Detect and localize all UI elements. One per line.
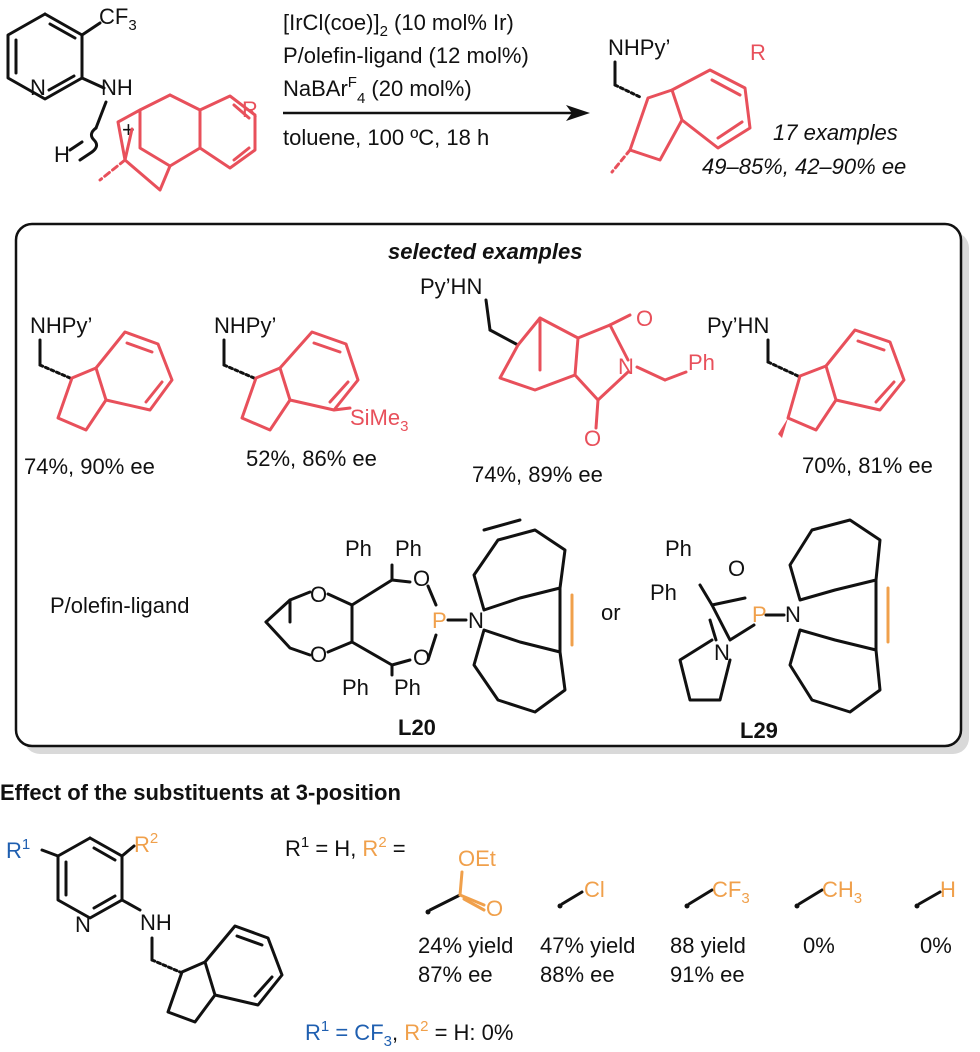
effect-nh-label: NH (140, 910, 172, 935)
effect-n-label: N (75, 912, 91, 937)
reactant-indene: R (98, 93, 258, 192)
example-4-amine: Py’HN (707, 313, 769, 338)
cl-label: Cl (584, 877, 605, 902)
or-label: or (601, 600, 621, 625)
product: NHPy’ R 17 examples 49–85%, 42–90% ee (608, 35, 906, 179)
result-cl-ee: 88% ee (540, 962, 615, 987)
l20-ph-1: Ph (345, 536, 372, 561)
effect-header: R1 = H, R2 = (285, 834, 406, 861)
example-4-structure: Py’HN 70%, 81% ee (707, 313, 933, 478)
l20-n: N (468, 608, 484, 633)
reaction-conditions: [IrCl(coe)]2 (10 mol% Ir) P/olefin-ligan… (283, 10, 590, 150)
catalyst-text: [IrCl(coe)]2 (10 mol% Ir) (283, 10, 514, 40)
product-nhpy-label: NHPy’ (608, 35, 670, 60)
yield-ee-range: 49–85%, 42–90% ee (702, 154, 906, 179)
l20-o-2: O (310, 642, 327, 667)
ligand-l29: Ph Ph O P N N L29 (650, 518, 890, 743)
r2-label: R2 (134, 830, 158, 857)
l29-name: L29 (740, 718, 778, 743)
l20-ph-3: Ph (342, 675, 369, 700)
example-3-amine: Py’HN (420, 274, 482, 299)
effect-core-structure: R1 R2 N NH (6, 830, 284, 1024)
ligand-loading-text: P/olefin-ligand (12 mol%) (283, 43, 529, 68)
l29-ph-1: Ph (665, 536, 692, 561)
product-r-label: R (750, 40, 766, 65)
l20-o-3: O (413, 566, 430, 591)
substituent-ester: OEt O (425, 846, 503, 921)
additive-text: NaBArF4 (20 mol%) (283, 74, 472, 107)
ester-o-label: O (486, 896, 503, 921)
l29-ph-2: Ph (650, 580, 677, 605)
example-3-ph: Ph (688, 350, 715, 375)
result-ester-yield: 24% yield (418, 933, 513, 958)
pyridine-n-label: N (30, 75, 46, 100)
substituent-ch3: CH3 (794, 877, 862, 909)
cf3-label: CF3 (99, 4, 137, 34)
result-ester-ee: 87% ee (418, 962, 493, 987)
solvent-temp-text: toluene, 100 ºC, 18 h (283, 125, 489, 150)
example-2-amine: NHPy’ (214, 313, 276, 338)
reactant-aminopyridine: CF3 N NH H + (6, 4, 137, 167)
l20-p: P (432, 608, 447, 633)
reaction-arrow (566, 105, 590, 121)
ligand-label: P/olefin-ligand (50, 593, 189, 618)
example-4-result: 70%, 81% ee (802, 453, 933, 478)
example-1-structure: NHPy’ 74%, 90% ee (24, 313, 174, 479)
effect-footer: R1 = CF3, R2 = H: 0% (305, 1018, 513, 1050)
example-2-result: 52%, 86% ee (246, 446, 377, 471)
examples-count: 17 examples (773, 120, 898, 145)
example-1-amine: NHPy’ (30, 313, 92, 338)
ch3-label: CH3 (822, 877, 862, 907)
result-cf3-yield: 88 yield (670, 933, 746, 958)
oet-label: OEt (458, 846, 496, 871)
l20-o-4: O (413, 645, 430, 670)
l29-p: P (752, 602, 767, 627)
example-3-n: N (618, 354, 634, 379)
nh-label: NH (101, 75, 133, 100)
example-2-substituent: SiMe3 (350, 405, 408, 435)
result-ch3: 0% (803, 933, 835, 958)
l20-o-1: O (310, 582, 327, 607)
r1-label: R1 (6, 836, 30, 863)
substituent-h: H (914, 877, 956, 909)
result-cl-yield: 47% yield (540, 933, 635, 958)
example-3-result: 74%, 89% ee (472, 462, 603, 487)
result-h: 0% (920, 933, 952, 958)
l29-n-dibenzo: N (785, 602, 801, 627)
example-3-o-bottom: O (584, 426, 601, 451)
substituent-cl: Cl (557, 877, 605, 909)
cf3-sub-label: CF3 (712, 877, 750, 907)
l20-ph-4: Ph (394, 675, 421, 700)
example-3-structure: Py’HN O N O Ph 74%, 89% ee (420, 274, 715, 487)
l20-ph-2: Ph (395, 536, 422, 561)
example-3-o-top: O (636, 306, 653, 331)
r-group-label: R (242, 97, 258, 122)
l29-o: O (728, 556, 745, 581)
selected-examples-box: selected examples NHPy’ 74%, 90% ee NHPy… (14, 222, 969, 754)
ligand-l20: Ph Ph Ph Ph O O O O P N (264, 518, 574, 740)
example-1-result: 74%, 90% ee (24, 454, 155, 479)
h-label: H (54, 142, 70, 167)
example-2-structure: NHPy’ SiMe3 52%, 86% ee (214, 313, 408, 471)
selected-examples-title: selected examples (388, 239, 582, 264)
h-sub-label: H (940, 877, 956, 902)
l29-n: N (714, 640, 730, 665)
l20-name: L20 (398, 715, 436, 740)
substituent-cf3: CF3 (684, 877, 750, 909)
effect-title: Effect of the substituents at 3-position (0, 780, 401, 805)
result-cf3-ee: 91% ee (670, 962, 745, 987)
